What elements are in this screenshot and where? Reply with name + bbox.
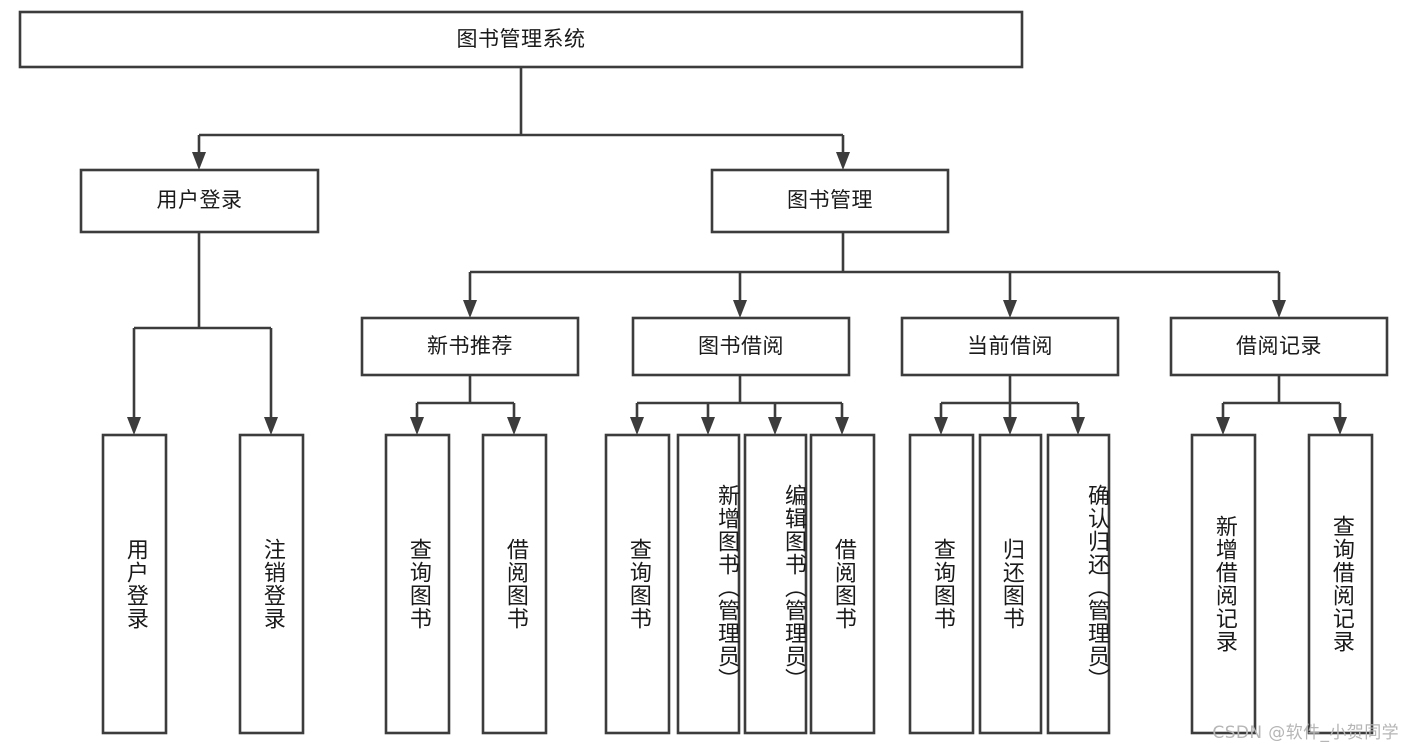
node-box-book-borrow[interactable]: [631, 316, 851, 377]
connector-user-login-to-leaves: [127, 232, 278, 435]
node-box-leaf[interactable]: [1190, 433, 1257, 735]
connector-current-borrow-to-leaves: [934, 375, 1085, 435]
node-box-leaf[interactable]: [908, 433, 975, 735]
node-box-leaf[interactable]: [604, 433, 671, 735]
connector-borrow-record-to-leaves: [1216, 375, 1347, 435]
connector-book-manage-to-level3: [463, 232, 1286, 318]
connector-root-to-level2: [192, 67, 850, 170]
node-box-current-borrow[interactable]: [900, 316, 1120, 377]
node-box-root[interactable]: [18, 10, 1024, 69]
node-box-user-login[interactable]: [79, 168, 320, 234]
node-box-leaf[interactable]: [1046, 433, 1111, 735]
node-box-leaf[interactable]: [384, 433, 451, 735]
connector-book-borrow-to-leaves: [630, 375, 849, 435]
node-box-borrow-record[interactable]: [1169, 316, 1389, 377]
node-box-leaf[interactable]: [481, 433, 548, 735]
node-box-leaf[interactable]: [1307, 433, 1374, 735]
node-box-leaf[interactable]: [238, 433, 305, 735]
node-box-leaf[interactable]: [978, 433, 1043, 735]
connector-new-book-to-leaves: [410, 375, 521, 435]
node-box-new-book-recommend[interactable]: [360, 316, 580, 377]
node-box-book-manage[interactable]: [710, 168, 950, 234]
csdn-watermark: CSDN @软件_小贺同学: [1212, 723, 1399, 743]
node-box-leaf[interactable]: [676, 433, 741, 735]
node-box-leaf[interactable]: [743, 433, 808, 735]
node-box-leaf[interactable]: [101, 433, 168, 735]
node-box-leaf[interactable]: [809, 433, 876, 735]
